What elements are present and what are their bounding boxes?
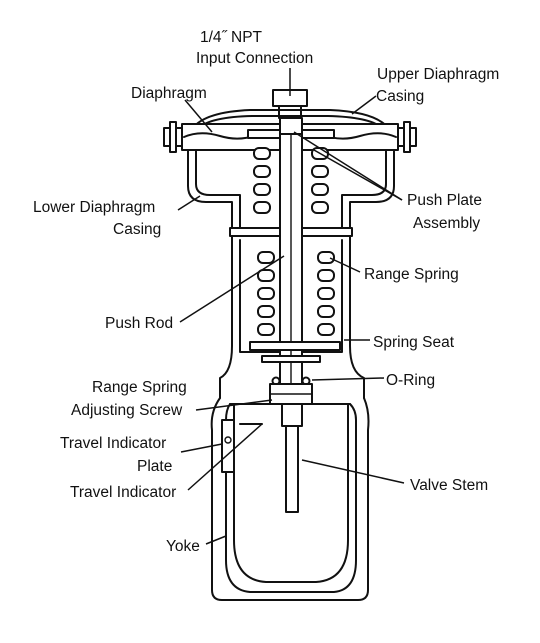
label-o-ring: O-Ring [386, 372, 435, 389]
label-push-plate-line2: Assembly [413, 215, 480, 232]
lower-diaphragm-casing [187, 149, 395, 233]
label-valve-stem: Valve Stem [410, 477, 488, 494]
label-push-rod: Push Rod [105, 315, 173, 332]
spring-seat [249, 341, 341, 363]
label-adj-screw-line1: Range Spring [92, 379, 187, 396]
label-range-spring: Range Spring [364, 266, 459, 283]
label-upper-casing-line2: Casing [376, 88, 424, 105]
label-adj-screw-line2: Adjusting Screw [71, 402, 183, 419]
label-input-connection-line2: Input Connection [196, 50, 313, 67]
label-travel-plate-line1: Travel Indicator [60, 435, 166, 452]
label-input-connection-line1: 1/4˝ NPT [200, 29, 263, 46]
leader-lines [177, 68, 405, 545]
upper-spring-coils [253, 147, 329, 214]
upper-diaphragm-casing [163, 109, 417, 153]
label-travel-plate-line2: Plate [137, 458, 172, 475]
adjusting-screw [269, 383, 313, 405]
range-spring-coils [257, 251, 335, 336]
label-spring-seat: Spring Seat [373, 334, 455, 351]
label-lower-casing-line1: Lower Diaphragm [33, 199, 155, 216]
label-diaphragm: Diaphragm [131, 85, 207, 102]
labels: 1/4˝ NPT Input Connection Upper Diaphrag… [33, 29, 499, 555]
stem-connector [281, 403, 303, 427]
label-push-plate-line1: Push Plate [407, 192, 482, 209]
yoke [210, 397, 370, 601]
travel-indicator-plate [221, 419, 235, 473]
label-travel-indicator: Travel Indicator [70, 484, 176, 501]
label-yoke: Yoke [166, 538, 200, 555]
label-upper-casing-line1: Upper Diaphragm [377, 66, 499, 83]
label-lower-casing-line2: Casing [113, 221, 161, 238]
